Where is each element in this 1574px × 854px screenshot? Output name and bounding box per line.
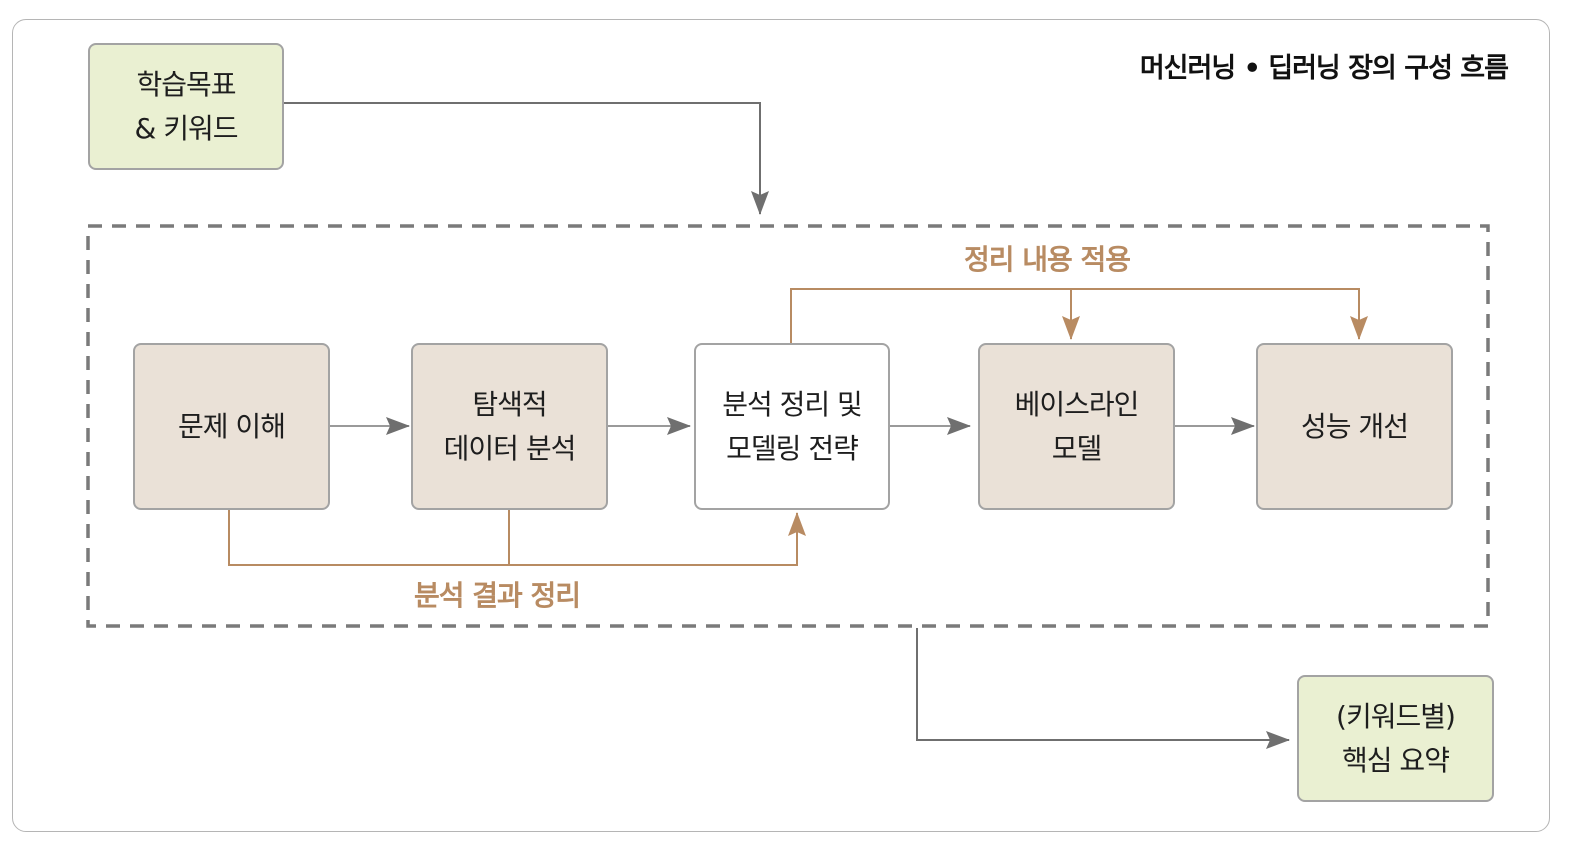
node-key-summary: (키워드별) 핵심 요약 bbox=[1297, 675, 1494, 802]
node-performance-improvement-line-1: 성능 개선 bbox=[1301, 409, 1409, 443]
node-modeling-strategy: 분석 정리 및 모델링 전략 bbox=[694, 343, 890, 510]
label-organize-analysis-results: 분석 결과 정리 bbox=[414, 579, 581, 612]
label-apply-organized-content: 정리 내용 적용 bbox=[964, 243, 1131, 276]
node-problem-understanding: 문제 이해 bbox=[133, 343, 330, 510]
edge-problem-eda-to-strategy-feedback bbox=[228, 510, 806, 566]
node-modeling-strategy-line-2: 모델링 전략 bbox=[726, 431, 859, 465]
node-key-summary-line-1: (키워드별) bbox=[1336, 699, 1456, 733]
edge-strategy-to-improve-feedback bbox=[790, 288, 1368, 343]
node-learning-goals-line-2: & 키워드 bbox=[134, 111, 238, 145]
edge-goals-to-group bbox=[284, 102, 769, 215]
node-baseline-line-1: 베이스라인 bbox=[1014, 387, 1140, 421]
node-problem-understanding-line-1: 문제 이해 bbox=[178, 409, 286, 443]
node-eda-line-2: 데이터 분석 bbox=[443, 431, 577, 465]
node-exploratory-data-analysis: 탐색적 데이터 분석 bbox=[411, 343, 608, 510]
chapter-group-border bbox=[86, 224, 1490, 628]
node-learning-goals-line-1: 학습목표 bbox=[136, 67, 236, 101]
diagram-title: 머신러닝 • 딥러닝 장의 구성 흐름 bbox=[1139, 53, 1509, 84]
node-performance-improvement: 성능 개선 bbox=[1256, 343, 1453, 510]
node-baseline-model: 베이스라인 모델 bbox=[978, 343, 1175, 510]
node-eda-line-1: 탐색적 bbox=[472, 387, 547, 421]
diagram-frame bbox=[12, 19, 1550, 832]
node-baseline-line-2: 모델 bbox=[1051, 431, 1103, 465]
node-key-summary-line-2: 핵심 요약 bbox=[1342, 743, 1450, 777]
edge-group-to-summary bbox=[916, 628, 1290, 749]
node-learning-goals: 학습목표 & 키워드 bbox=[88, 43, 284, 170]
node-modeling-strategy-line-1: 분석 정리 및 bbox=[722, 387, 863, 421]
